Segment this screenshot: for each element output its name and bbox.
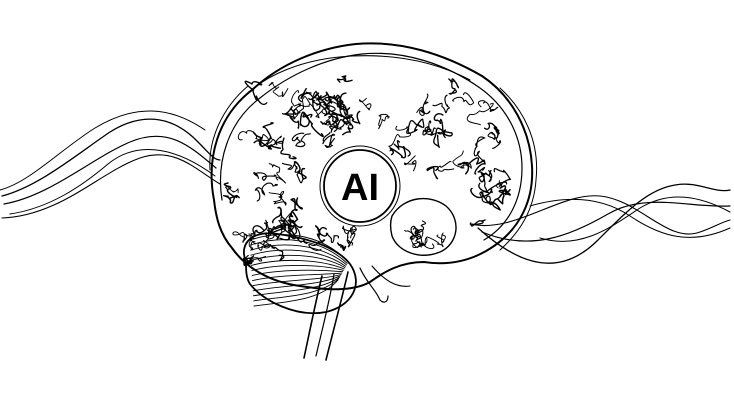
gyrus-squiggle (487, 131, 502, 149)
gyrus-squiggle (326, 232, 340, 244)
gyrus-squiggle (328, 115, 354, 136)
gyrus-squiggle (313, 90, 325, 101)
gyrus-squiggle (271, 206, 283, 224)
gyrus-squiggle (291, 132, 311, 148)
cerebellum-fold-line (250, 254, 346, 268)
gyrus-squiggle (223, 182, 240, 204)
gyrus-squiggle (232, 231, 250, 243)
gyrus-squiggle (292, 104, 305, 119)
gyrus-squiggle (452, 150, 472, 169)
cerebellum-fold-line (251, 264, 344, 271)
gyrus-squiggle (269, 227, 285, 241)
gyrus-squiggle (479, 191, 494, 206)
gyrus-squiggle (477, 166, 492, 183)
cerebellum-fold-line (250, 249, 347, 267)
cerebellum-fold-line (249, 239, 348, 264)
gyrus-squiggle (281, 105, 300, 129)
gyrus-squiggle (433, 127, 444, 148)
gyrus-squiggle (483, 122, 500, 140)
gyrus-squiggle (336, 242, 347, 251)
gyrus-squiggle (265, 224, 294, 240)
cerebellum-fold-line (251, 269, 344, 276)
gyrus-squiggle (318, 91, 351, 111)
gyrus-squiggle (280, 137, 297, 160)
gyrus-squiggle (466, 102, 494, 126)
gyrus-squiggle (287, 211, 299, 231)
gyrus-squiggle (437, 161, 455, 172)
gyrus-squiggle (433, 113, 453, 139)
gyrus-squiggle (252, 131, 282, 150)
gyrus-squiggle (315, 225, 328, 237)
gyrus-squiggle (426, 232, 446, 248)
cerebellum-fold-line (250, 244, 347, 266)
gyrus-squiggle (288, 197, 303, 229)
gyrus-squiggle (359, 97, 372, 111)
gyrus-squiggle (323, 102, 334, 126)
gyrus-squiggle (452, 92, 475, 106)
brain-outline (209, 42, 538, 291)
gyrus-squiggle (271, 246, 285, 262)
left-wave-lines (0, 110, 221, 219)
gyrus-squiggle (404, 155, 417, 172)
gyrus-squiggle (237, 130, 269, 144)
gyrus-squiggle (406, 118, 425, 134)
gyrus-squiggle (496, 180, 508, 189)
cerebellum-fold-line (249, 234, 349, 263)
gyrus-squiggle (254, 182, 278, 202)
gyrus-squiggle (389, 145, 407, 159)
gyrus-squiggle (253, 122, 274, 147)
gyrus-squiggle (428, 120, 444, 136)
brain-stem (303, 265, 411, 361)
temporal-lobe (389, 197, 457, 256)
gyrus-squiggle (426, 165, 439, 180)
gyrus-squiggle (378, 113, 390, 130)
gyrus-squiggle (470, 219, 486, 227)
gyrus-squiggle (448, 78, 460, 95)
gyrus-squiggle (266, 135, 284, 149)
gyrus-squiggle (293, 161, 307, 180)
gyrus-squiggle (325, 106, 361, 125)
gyrus-squiggle (410, 235, 435, 250)
right-wave-lines (469, 183, 731, 264)
gyrus-squiggle (416, 93, 431, 116)
gyrus-squiggle (268, 163, 286, 184)
gyrus-squiggle (268, 82, 289, 97)
gyrus-squiggle (341, 225, 357, 239)
gyrus-squiggle (346, 227, 356, 248)
gyrus-squiggle (224, 186, 239, 194)
gyrus-squiggle (316, 101, 336, 112)
gyrus-squiggle (473, 136, 486, 163)
gyrus-squiggle (320, 113, 343, 126)
gyrus-squiggle (336, 75, 353, 83)
gyrus-squiggle (422, 126, 436, 136)
gyrus-squiggle (477, 100, 499, 113)
gyrus-squiggle (388, 125, 411, 152)
cerebellum-fold-line (252, 272, 343, 282)
cerebellum (243, 232, 357, 315)
gyrus-squiggle (457, 157, 486, 175)
gyrus-squiggle (342, 103, 354, 130)
gyrus-squiggle (268, 190, 287, 206)
gyrus-squiggle (393, 140, 411, 157)
gyrus-squiggle (252, 222, 269, 235)
gyrus-squiggle (253, 172, 277, 182)
gyrus-squiggle (478, 168, 512, 194)
gyrus-squiggle (410, 225, 424, 245)
gyrus-squiggle (432, 94, 450, 114)
gyrus-squiggle (412, 220, 427, 237)
gyrus-squiggle (244, 80, 268, 106)
gyrus-squiggle (338, 101, 353, 120)
ai-circle: AI (319, 145, 401, 227)
gyrus-squiggle (322, 132, 336, 149)
gyrus-squiggle (496, 188, 511, 205)
gyrus-squiggle (299, 111, 324, 138)
gyrus-squiggle (470, 187, 493, 199)
ai-label: AI (341, 167, 379, 209)
gyrus-squiggle (305, 91, 339, 133)
gyrus-squiggle (291, 90, 302, 107)
cerebellum-fold-line (251, 259, 345, 270)
gyrus-squiggle (281, 162, 304, 184)
